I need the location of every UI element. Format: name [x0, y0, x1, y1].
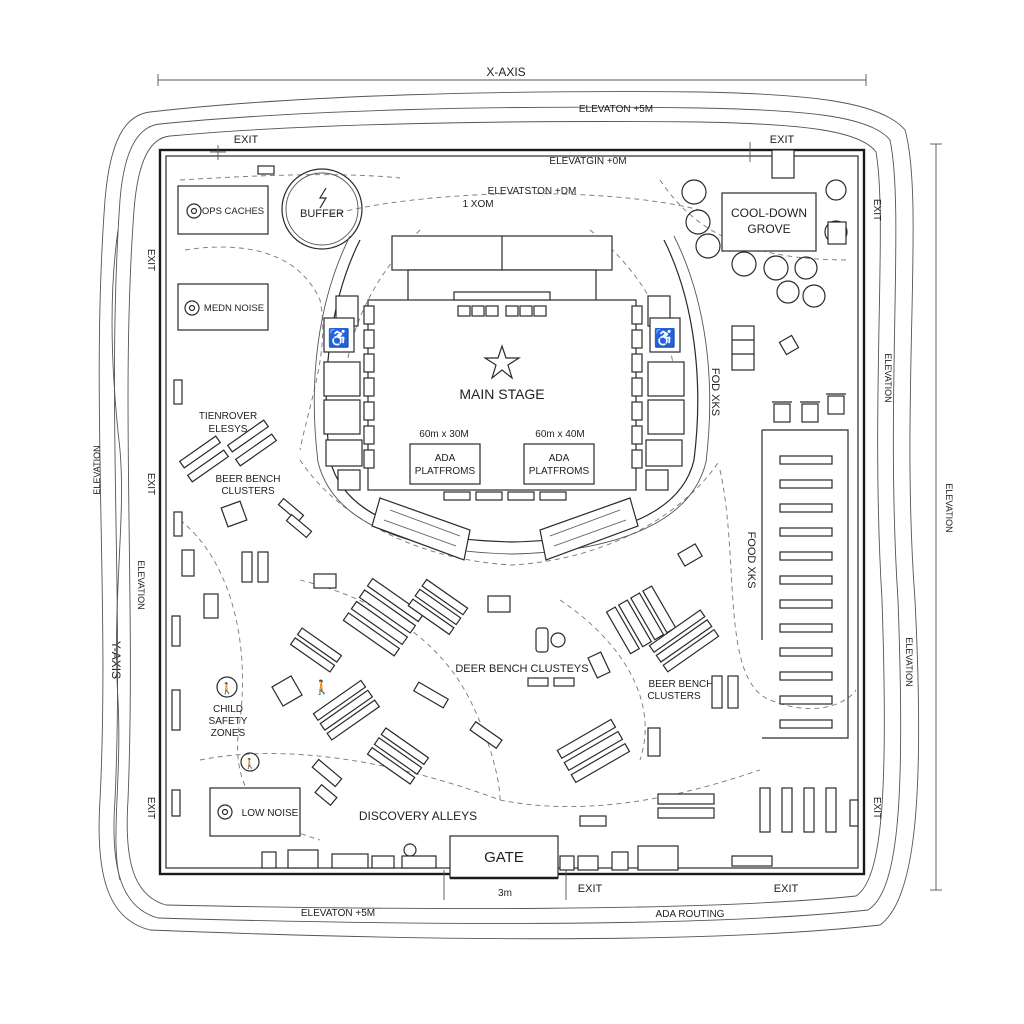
elevation-top-inner: ELEVATGIN +0M [549, 156, 626, 167]
exit-left-2: EXIT [145, 473, 156, 495]
wheelchair-icon: ♿ [328, 327, 350, 348]
walk-icon: 🚶 [220, 682, 234, 695]
ada-right-label-1: ADA [549, 453, 570, 464]
ada-routing-label: ADA ROUTING [656, 909, 725, 920]
front-barrier-left [371, 497, 471, 561]
elevation-bottom: ELEVATON +5M [301, 908, 375, 919]
right-bench-area: BEER BENCH CLUSTERS [605, 543, 837, 833]
person-icon: 🚶 [313, 679, 330, 696]
food-counters [779, 455, 833, 729]
wheelchair-icon: ♿ [654, 327, 676, 348]
front-barrier-right [539, 497, 639, 561]
ada-platform-left: 60m x 30M ADA PLATFROMS [409, 429, 481, 485]
ada-right-label-2: PLATFROMS [529, 466, 590, 477]
cool-down-label-1: COOL-DOWN [731, 206, 807, 220]
gear-icon [217, 804, 233, 820]
star-icon [482, 344, 522, 380]
elevation-top-outer: ELEVATON +5M [579, 104, 653, 115]
x-axis-label: X-AXIS [486, 65, 525, 79]
left-side-platforms: ♿ [323, 295, 375, 491]
low-noise-label: LOW NOISE [242, 808, 299, 819]
elevation-right-b: ELEVATION [944, 483, 954, 532]
elevation-right-a: ELEVATION [883, 353, 893, 402]
right-side-platforms: ♿ [631, 295, 685, 491]
stage-dims: 1 XOM [462, 199, 493, 210]
tienrover-label-2: ELESYS [209, 424, 248, 435]
beer-left-label-2: CLUSTERS [221, 486, 275, 497]
ops-caches-label: OPS CACHES [202, 206, 264, 217]
food-stalls-lower: FOOD XKS [745, 429, 849, 739]
beer-left-label-1: BEER BENCH [215, 474, 280, 485]
child-safety-zone: 🚶 CHILD SAFETY ZONES 🚶 [209, 676, 260, 772]
contour-lines [98, 91, 920, 940]
child-label-3: ZONES [211, 728, 246, 739]
ops-caches-zone: OPS CACHES [177, 185, 269, 235]
exit-bottom-right: EXIT [774, 883, 799, 895]
elevation-left-a: ELEVATION [92, 445, 102, 494]
food-lower-label: FOOD XKS [745, 532, 757, 589]
tree-icons [681, 179, 848, 308]
lightning-icon [318, 187, 328, 209]
ada-platform-right: 60m x 40M ADA PLATFROMS [523, 429, 595, 485]
discovery-alleys-label: DISCOVERY ALLEYS [359, 809, 477, 823]
exit-right-1: EXIT [871, 199, 882, 221]
food-stalls-upper: FOD XKS [709, 325, 846, 423]
ada-left-label-1: ADA [435, 453, 456, 464]
exit-top-right-door [771, 149, 795, 179]
ada-left-dims: 60m x 30M [419, 429, 468, 440]
stage-front-steps [443, 491, 567, 501]
bench-group [178, 419, 278, 483]
deer-center-label: DEER BENCH CLUSTEYS [455, 663, 588, 675]
food-upper-label: FOD XKS [709, 368, 721, 416]
y-axis-ruler: Y-AXIS [109, 143, 942, 891]
exit-top-left: EXIT [234, 134, 259, 146]
gate-side-facilities [261, 843, 773, 871]
gear-icon [184, 300, 200, 316]
center-bench-field: 🚶 DEER BENCH CLUSTEYS [271, 577, 661, 807]
medn-noise-label: MEDN NOISE [204, 303, 264, 314]
elevation-left-b: ELEVATION [136, 560, 146, 609]
main-stage-label: MAIN STAGE [459, 386, 544, 402]
buffer-label: BUFFER [300, 208, 344, 220]
child-icon: 🚶 [244, 757, 256, 770]
exit-top-right: EXIT [770, 134, 795, 146]
low-noise-zone: LOW NOISE [209, 787, 301, 837]
gate-dimension: 3m [498, 888, 512, 899]
tienrover-label-1: TIENROVER [199, 411, 257, 422]
child-label-1: CHILD [213, 704, 243, 715]
beer-right-label-2: CLUSTERS [647, 691, 701, 702]
y-axis-label: Y-AXIS [109, 641, 123, 679]
child-label-2: SAFETY [209, 716, 248, 727]
exit-left-1: EXIT [145, 249, 156, 271]
gear-icon [186, 203, 202, 219]
ada-left-label-2: PLATFROMS [415, 466, 476, 477]
main-gate: GATE 3m [443, 835, 567, 900]
ada-right-dims: 60m x 40M [535, 429, 584, 440]
exit-bottom-mid: EXIT [578, 883, 603, 895]
gate-label: GATE [484, 849, 524, 866]
elevation-right-c: ELEVATION [904, 637, 914, 686]
x-axis-ruler: X-AXIS [157, 65, 867, 86]
main-stage-area: 1 XOM MAIN STAGE ♿ ♿ [313, 199, 711, 561]
stage-speakers [457, 305, 547, 317]
exit-right-2: EXIT [871, 797, 882, 819]
cool-down-grove: COOL-DOWN GROVE [681, 179, 848, 308]
exit-left-3: EXIT [145, 797, 156, 819]
cool-down-label-2: GROVE [747, 222, 790, 236]
beer-right-label-1: BEER BENCH [648, 679, 713, 690]
elevation-inner-arc: ELEVATSTON +DM [488, 186, 577, 197]
buffer-zone: BUFFER [281, 168, 363, 250]
left-bench-area: TIENROVER ELESYS BEER BENCH CLUSTERS [178, 411, 337, 619]
boundary-markers [171, 165, 859, 827]
medn-noise-zone: MEDN NOISE [177, 283, 269, 331]
trash-icons [772, 393, 846, 423]
